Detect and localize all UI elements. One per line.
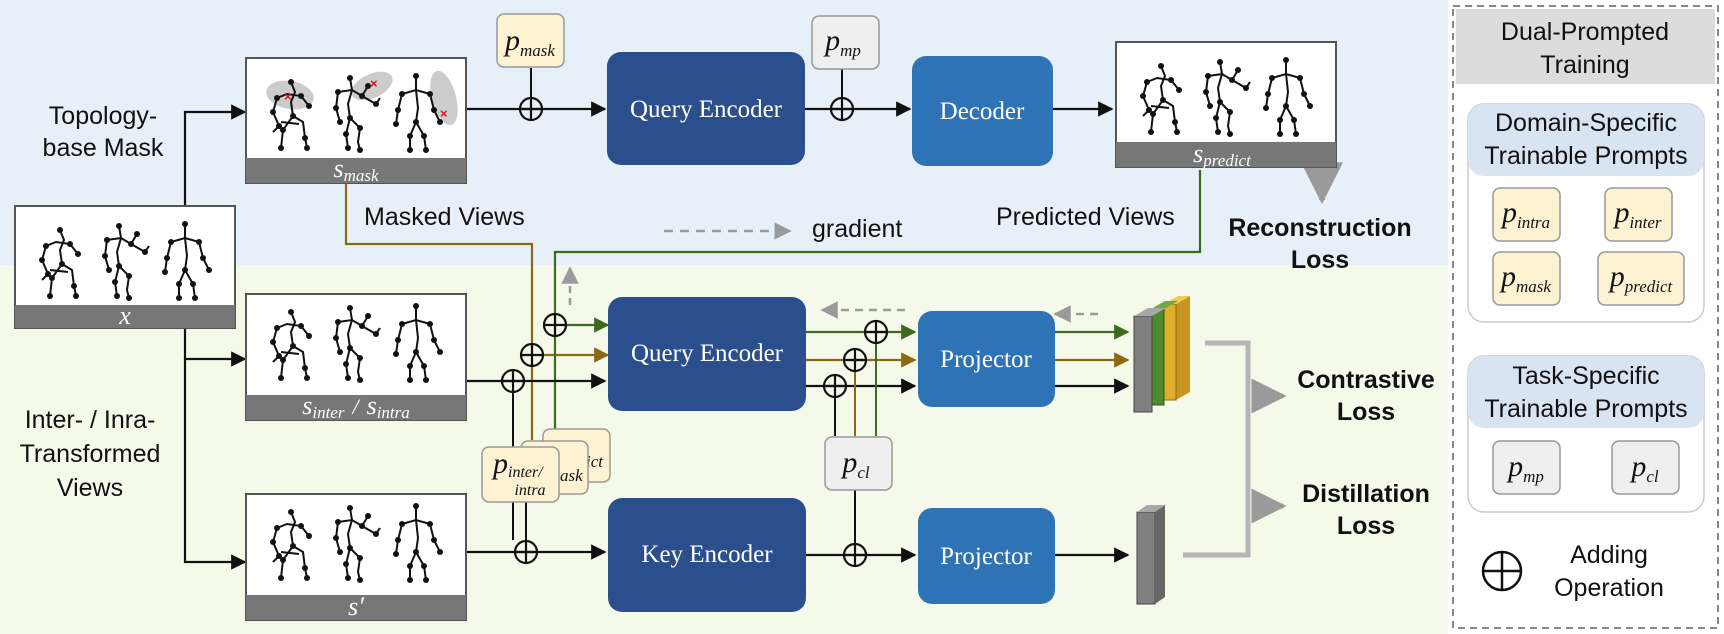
legend-prompt-intra: pintra — [1492, 187, 1561, 242]
svg-text:×: × — [284, 89, 292, 104]
legend-prompt-mask: pmask — [1492, 251, 1561, 306]
image-s-inter-intra: sinter/sintra — [245, 293, 467, 422]
s-predict-label: spredict — [1193, 139, 1252, 170]
query-encoder-top: Query Encoder — [607, 52, 805, 165]
prompt-p-mp: pmp — [811, 15, 880, 70]
svg-text:Decoder: Decoder — [940, 98, 1025, 125]
svg-text:Inter- / Inra-: Inter- / Inra- — [25, 406, 156, 434]
prompt-p-cl: pcl — [824, 436, 893, 491]
legend-prompt-predict: ppredict — [1597, 251, 1685, 306]
svg-text:ppredict: ppredict — [1608, 260, 1674, 296]
legend-title: Dual-Prompted — [1501, 18, 1669, 46]
svg-text:Training: Training — [1540, 51, 1629, 79]
svg-text:Loss: Loss — [1337, 512, 1395, 540]
image-x: x — [14, 205, 236, 330]
svg-text:Query Encoder: Query Encoder — [631, 340, 784, 367]
label-distillation-loss: Distillation Loss — [1302, 480, 1430, 540]
image-s-prime: s′ — [245, 493, 467, 621]
legend-prompt-inter: pinter — [1604, 187, 1673, 242]
feature-stack-mid — [1133, 296, 1190, 413]
svg-text:pmask: pmask — [503, 24, 555, 60]
legend-adding-operation: Adding Operation — [1481, 541, 1664, 602]
svg-text:×: × — [370, 76, 378, 91]
masked-view-line — [344, 183, 610, 440]
svg-text:pcl: pcl — [1629, 450, 1659, 486]
svg-text:intra: intra — [514, 482, 545, 499]
svg-text:Views: Views — [57, 474, 123, 502]
svg-text:pintra: pintra — [1500, 196, 1550, 232]
svg-text:Projector: Projector — [940, 346, 1032, 373]
label-contrastive-loss: Contrastive Loss — [1297, 366, 1435, 426]
svg-text:Loss: Loss — [1337, 398, 1395, 426]
image-x-label: x — [118, 301, 131, 330]
input-branches — [183, 104, 247, 570]
p-inter-intra-label: pinter/ — [491, 447, 544, 481]
top-row-arrows — [466, 68, 1114, 117]
label-masked-views: Masked Views — [364, 203, 525, 231]
gradient-arrows — [561, 222, 1098, 323]
legend-panel: Dual-Prompted Training Domain-Specific T… — [1452, 5, 1719, 629]
legend-task-group: Task-Specific Trainable Prompts pmp pcl — [1467, 355, 1705, 513]
query-encoder-mid: Query Encoder — [608, 297, 806, 411]
svg-text:Reconstruction: Reconstruction — [1228, 214, 1411, 242]
svg-text:pinter: pinter — [1612, 196, 1661, 232]
predicted-view-line — [553, 170, 1202, 440]
svg-text:Distillation: Distillation — [1302, 480, 1430, 508]
svg-text:pcl: pcl — [840, 446, 870, 482]
legend-prompt-mp: pmp — [1492, 440, 1561, 495]
svg-text:Operation: Operation — [1554, 574, 1664, 602]
legend-domain-group: Domain-Specific Trainable Prompts pintra… — [1467, 103, 1705, 323]
svg-text:pmask: pmask — [1499, 260, 1551, 296]
legend-prompt-cl: pcl — [1611, 440, 1680, 495]
svg-text:×: × — [440, 106, 448, 121]
legend-domain-header: Domain-Specific — [1495, 109, 1677, 137]
s-mask-label: smask — [333, 154, 379, 185]
svg-text:ask: ask — [560, 466, 583, 485]
svg-text:Contrastive: Contrastive — [1297, 366, 1435, 394]
svg-text:Topology-: Topology- — [49, 102, 157, 130]
s-prime-label: s′ — [348, 592, 364, 621]
svg-text:Trainable Prompts: Trainable Prompts — [1484, 395, 1687, 423]
s-inter-intra-label: sinter/sintra — [302, 391, 410, 422]
key-encoder: Key Encoder — [608, 498, 806, 612]
label-topology-mask: Topology- base Mask — [43, 102, 164, 162]
label-inter-intra-views: Inter- / Inra- Transformed Views — [20, 406, 161, 502]
svg-text:Query Encoder: Query Encoder — [630, 96, 783, 123]
label-reconstruction-loss: Reconstruction Loss — [1228, 214, 1411, 274]
image-s-predict: spredict — [1115, 41, 1337, 170]
svg-text:Transformed: Transformed — [20, 440, 161, 468]
svg-text:Projector: Projector — [940, 543, 1032, 570]
feature-bar-bot — [1136, 505, 1165, 605]
svg-text:pmp: pmp — [1506, 450, 1544, 486]
svg-text:Trainable Prompts: Trainable Prompts — [1484, 142, 1687, 170]
legend-task-header: Task-Specific — [1512, 362, 1659, 390]
svg-text:Key Encoder: Key Encoder — [641, 541, 773, 568]
svg-text:base Mask: base Mask — [43, 134, 164, 162]
svg-text:pmp: pmp — [823, 24, 861, 60]
svg-text:Loss: Loss — [1291, 246, 1349, 274]
decoder: Decoder — [912, 56, 1053, 166]
projector-output-lines — [1055, 324, 1130, 563]
prompt-p-mask: pmask — [496, 13, 565, 68]
svg-text:ict: ict — [586, 452, 604, 471]
projector-bot: Projector — [918, 508, 1055, 604]
svg-text:Adding: Adding — [1570, 541, 1648, 569]
loss-bracket — [1183, 162, 1343, 558]
prompt-stack: ict ask pinter/ intra — [481, 428, 611, 503]
projector-mid: Projector — [918, 311, 1055, 407]
image-s-mask: × × × smask — [245, 57, 467, 185]
label-gradient: gradient — [812, 215, 902, 243]
label-predicted-views: Predicted Views — [996, 203, 1175, 231]
